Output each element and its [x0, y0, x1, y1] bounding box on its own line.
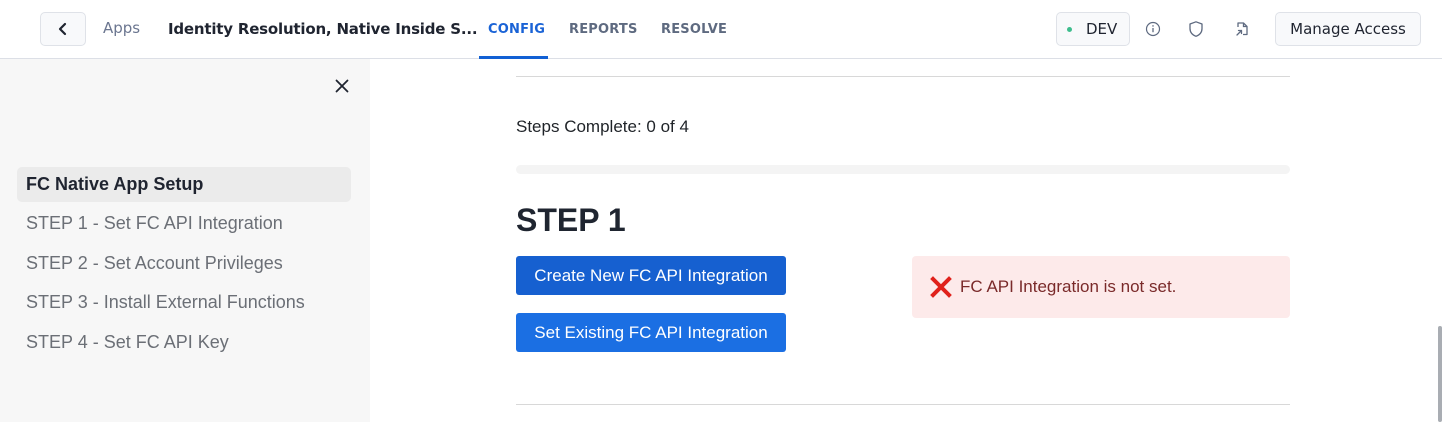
file-export-icon: [1236, 22, 1248, 36]
setup-sidebar: FC Native App Setup STEP 1 - Set FC API …: [0, 59, 370, 422]
breadcrumb-apps-link[interactable]: Apps: [103, 19, 141, 37]
back-button[interactable]: [40, 12, 86, 46]
close-icon: [335, 79, 349, 93]
create-integration-button[interactable]: Create New FC API Integration: [516, 256, 786, 295]
progress-bar: [516, 165, 1290, 174]
scrollbar-thumb[interactable]: [1438, 326, 1442, 422]
shield-icon: [1189, 21, 1203, 37]
sidebar-item-step-2[interactable]: STEP 2 - Set Account Privileges: [26, 253, 283, 273]
info-icon: [1145, 21, 1161, 37]
sidebar-item-native-app-setup[interactable]: FC Native App Setup: [17, 167, 351, 202]
environment-label: DEV: [1086, 20, 1118, 38]
export-button[interactable]: [1230, 17, 1254, 41]
tab-config[interactable]: CONFIG: [488, 22, 546, 37]
set-existing-integration-button[interactable]: Set Existing FC API Integration: [516, 313, 786, 352]
security-button[interactable]: [1184, 17, 1208, 41]
environment-badge[interactable]: DEV: [1056, 12, 1130, 46]
tab-resolve[interactable]: RESOLVE: [661, 22, 728, 37]
close-sidebar-button[interactable]: [331, 75, 353, 97]
step-heading: STEP 1: [516, 202, 626, 238]
main-content: Steps Complete: 0 of 4 STEP 1 Create New…: [370, 59, 1442, 422]
chevron-left-icon: [58, 22, 67, 36]
sidebar-item-step-1[interactable]: STEP 1 - Set FC API Integration: [26, 213, 283, 233]
integration-status-alert: FC API Integration is not set.: [912, 256, 1290, 318]
tab-reports[interactable]: REPORTS: [569, 22, 638, 37]
manage-access-button[interactable]: Manage Access: [1275, 12, 1421, 46]
alert-message: FC API Integration is not set.: [960, 277, 1177, 296]
steps-complete-text: Steps Complete: 0 of 4: [516, 117, 689, 136]
status-dot-icon: [1067, 26, 1072, 32]
section-divider: [516, 76, 1290, 77]
top-header: Apps Identity Resolution, Native Inside …: [0, 0, 1442, 59]
cross-mark-icon: [930, 276, 952, 298]
info-button[interactable]: [1141, 17, 1165, 41]
breadcrumb-app-title: Identity Resolution, Native Inside S...: [168, 20, 478, 38]
sidebar-item-step-3[interactable]: STEP 3 - Install External Functions: [26, 292, 305, 312]
active-tab-indicator: [479, 56, 548, 59]
section-divider-bottom: [516, 404, 1290, 405]
sidebar-item-step-4[interactable]: STEP 4 - Set FC API Key: [26, 332, 229, 352]
